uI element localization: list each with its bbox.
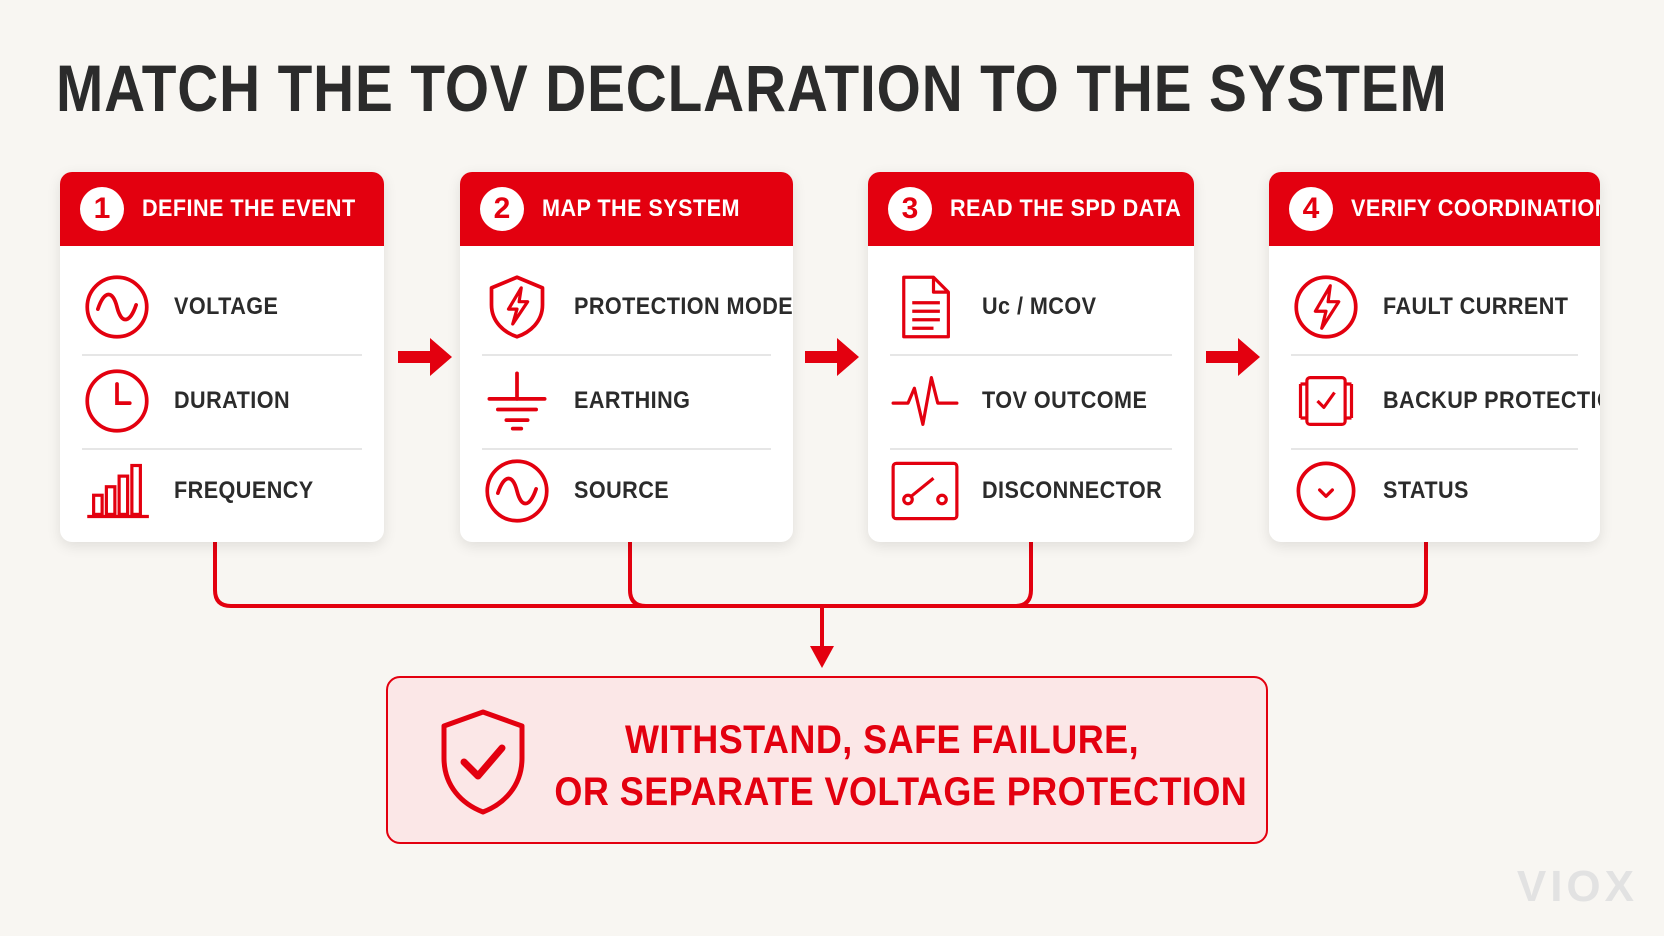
item-label: DURATION: [174, 387, 290, 414]
outcome-line-2: OR SEPARATE VOLTAGE PROTECTION: [554, 770, 1248, 814]
outcome-line-1: WITHSTAND, SAFE FAILURE,: [624, 718, 1140, 762]
item-label: PROTECTION MODE: [574, 293, 793, 320]
item-label: SOURCE: [574, 477, 670, 504]
outcome-box: WITHSTAND, SAFE FAILURE, OR SEPARATE VOL…: [386, 676, 1268, 844]
step-card-3: 3 READ THE SPD DATA Uc / MCOV TOV OUTCOM…: [868, 172, 1194, 542]
step-item: FREQUENCY: [82, 444, 362, 538]
sine-wave-icon: [82, 272, 152, 342]
step-item: DISCONNECTOR: [890, 444, 1172, 538]
step-header-2: 2 MAP THE SYSTEM: [460, 172, 793, 246]
step-header-3: 3 READ THE SPD DATA: [868, 172, 1194, 246]
connector-step-3: [1014, 542, 1033, 608]
step-title-4: VERIFY COORDINATION: [1351, 195, 1600, 222]
step-item: Uc / MCOV: [890, 260, 1172, 356]
check-circle-icon: [1291, 456, 1361, 526]
lightning-icon: [1291, 272, 1361, 342]
step-item: EARTHING: [482, 354, 771, 450]
brand-watermark: VIOX: [1516, 862, 1638, 911]
step-item: PROTECTION MODE: [482, 260, 793, 356]
flow-arrow-right-icon: [1206, 338, 1260, 376]
item-label: DISCONNECTOR: [982, 477, 1163, 504]
step-number-3: 3: [888, 187, 932, 231]
connector-step-1: [213, 542, 1428, 608]
step-card-4: 4 VERIFY COORDINATION FAULT CURRENT BACK…: [1269, 172, 1600, 542]
sine-wave-icon: [482, 456, 552, 526]
step-title-3: READ THE SPD DATA: [950, 195, 1182, 222]
item-label: FAULT CURRENT: [1383, 293, 1569, 320]
clock-icon: [82, 366, 152, 436]
flow-arrow-right-icon: [805, 338, 859, 376]
step-number-1: 1: [80, 187, 124, 231]
step-number-2: 2: [480, 187, 524, 231]
item-label: Uc / MCOV: [982, 293, 1097, 320]
step-item: SOURCE: [482, 444, 771, 538]
document-icon: [890, 272, 960, 342]
item-label: FREQUENCY: [174, 477, 314, 504]
item-label: TOV OUTCOME: [982, 387, 1148, 414]
step-header-4: 4 VERIFY COORDINATION: [1269, 172, 1600, 246]
step-title-2: MAP THE SYSTEM: [542, 195, 740, 222]
outcome-text: WITHSTAND, SAFE FAILURE, OR SEPARATE VOL…: [518, 714, 1246, 818]
pulse-icon: [890, 366, 960, 436]
step-number-4: 4: [1289, 187, 1333, 231]
step-card-1: 1 DEFINE THE EVENT VOLTAGE DURATION FREQ…: [60, 172, 384, 542]
step-card-2: 2 MAP THE SYSTEM PROTECTION MODE EARTHIN…: [460, 172, 793, 542]
step-item: DURATION: [82, 354, 362, 450]
step-header-1: 1 DEFINE THE EVENT: [60, 172, 384, 246]
item-label: BACKUP PROTECTION: [1383, 387, 1600, 414]
step-item: BACKUP PROTECTION: [1291, 354, 1600, 450]
item-label: STATUS: [1383, 477, 1469, 504]
connector-arrowhead: [810, 646, 834, 668]
step-item: VOLTAGE: [82, 260, 362, 356]
flow-arrow-right-icon: [398, 338, 452, 376]
page-title: MATCH THE TOV DECLARATION TO THE SYSTEM: [56, 51, 1448, 125]
step-item: TOV OUTCOME: [890, 354, 1172, 450]
bar-chart-icon: [82, 456, 152, 526]
step-item: FAULT CURRENT: [1291, 260, 1578, 356]
ground-icon: [482, 366, 552, 436]
switch-icon: [890, 456, 960, 526]
shield-bolt-icon: [482, 272, 552, 342]
fuse-icon: [1291, 366, 1361, 436]
shield-check-icon: [441, 709, 525, 815]
item-label: EARTHING: [574, 387, 691, 414]
step-item: STATUS: [1291, 444, 1578, 538]
step-title-1: DEFINE THE EVENT: [142, 195, 356, 222]
connector-step-2: [628, 542, 647, 608]
item-label: VOLTAGE: [174, 293, 279, 320]
